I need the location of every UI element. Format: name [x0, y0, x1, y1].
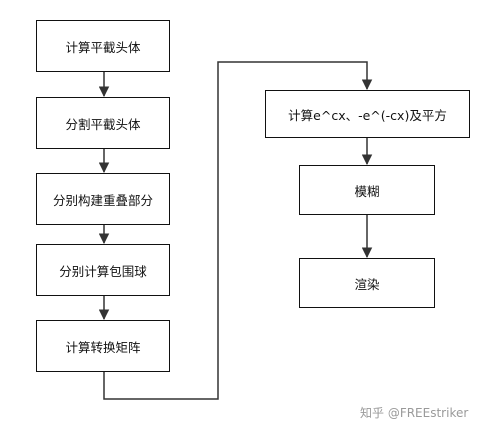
step-split-frustum-label: 分割平截头体 [65, 116, 141, 132]
step-blur: 模糊 [299, 165, 435, 215]
step-compute-exponentials-label: 计算e^cx、-e^(-cx)及平方 [288, 107, 447, 123]
watermark: 知乎 @FREEstriker [360, 406, 469, 420]
step-compute-transform-matrix-label: 计算转换矩阵 [65, 339, 141, 355]
arrow-5-to-6 [103, 61, 373, 400]
step-blur-label: 模糊 [354, 183, 380, 199]
step-build-overlap-label: 分别构建重叠部分 [52, 192, 153, 208]
step-build-overlap: 分别构建重叠部分 [36, 173, 170, 225]
step-compute-bounding-sphere-label: 分别计算包围球 [59, 263, 147, 279]
step-compute-frustum-label: 计算平截头体 [65, 39, 141, 55]
step-split-frustum: 分割平截头体 [36, 97, 170, 149]
step-compute-frustum: 计算平截头体 [36, 20, 170, 72]
step-compute-transform-matrix: 计算转换矩阵 [36, 320, 170, 372]
step-compute-bounding-sphere: 分别计算包围球 [36, 244, 170, 296]
step-render: 渲染 [299, 258, 435, 308]
step-render-label: 渲染 [354, 276, 380, 292]
step-compute-exponentials: 计算e^cx、-e^(-cx)及平方 [265, 90, 470, 138]
